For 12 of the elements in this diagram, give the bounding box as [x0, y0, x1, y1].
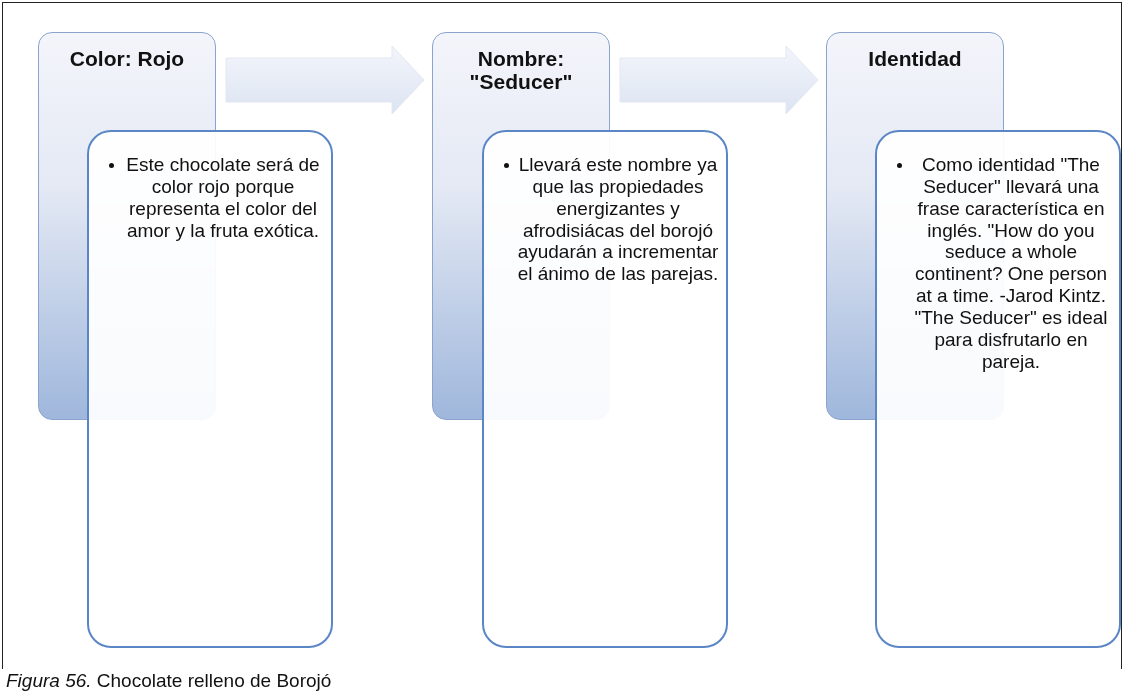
bullet-text: Este chocolate será de color rojo porque representa el color del amor y la fruta exótica. — [119, 154, 327, 242]
panel-heading: Color: Rojo — [68, 47, 186, 71]
figure-caption: Figura 56. Chocolate relleno de Borojó — [6, 670, 332, 692]
block-arrow — [619, 45, 819, 115]
text-card — [482, 130, 728, 648]
text-card — [875, 130, 1121, 648]
block-arrow — [225, 45, 425, 115]
panel-heading: Identidad — [867, 47, 963, 71]
text-card — [87, 130, 333, 648]
bullet-text: Como identidad "The Seducer" llevará una frase característica en inglés. "How do you seduce a whole continent? One person at a time. -Jarod Kintz. "The Seducer" es ideal para disfrutarlo en pareja. — [907, 154, 1115, 373]
bullet-text: Llevará este nombre ya que las propiedades energizantes y afrodisiácas del borojó ayudarán a incrementar el ánimo de las parejas. — [514, 154, 722, 286]
panel-heading: Nombre: "Seducer" — [468, 47, 574, 94]
